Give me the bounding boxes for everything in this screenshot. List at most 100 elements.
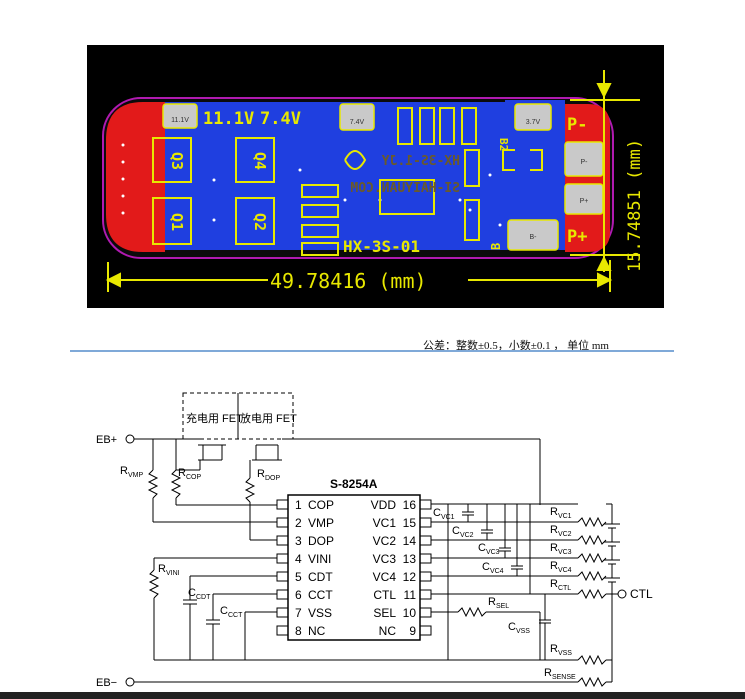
rcop-resistor xyxy=(170,439,277,506)
cvc4-label: CVC4 xyxy=(482,561,504,575)
ic-body xyxy=(287,494,421,641)
label-74v: 7.4V xyxy=(260,109,301,129)
fet-label-q1: Q1 xyxy=(168,213,186,231)
rctl-label: RCTL xyxy=(550,578,571,592)
terminal-b2: B2 xyxy=(497,138,510,151)
svg-text:P+: P+ xyxy=(580,198,589,205)
terminal-p-minus: P- xyxy=(567,115,587,135)
pad-37v: 3.7V xyxy=(514,103,552,131)
pin-7-name: VSS xyxy=(308,606,332,620)
fet-label-q4: Q4 xyxy=(251,152,269,170)
cvc-capacitors xyxy=(462,504,531,594)
pin-5-name: CDT xyxy=(308,570,333,584)
pin-12-name: VC4 xyxy=(373,570,397,584)
battery-stack xyxy=(604,503,620,683)
red-copper-right xyxy=(565,104,610,252)
silk-q1 xyxy=(152,197,192,245)
mirrored-text-1: HX-3S-1.JY xyxy=(382,154,460,169)
pin-3-num: 3 xyxy=(295,534,302,548)
right-resistors xyxy=(545,516,607,688)
silk-ic xyxy=(379,179,435,215)
pad-p-plus: P+ xyxy=(564,183,604,215)
pin-7-num: 7 xyxy=(295,606,302,620)
pin-13-name: VC3 xyxy=(373,552,397,566)
eb-minus-terminal xyxy=(125,677,135,687)
rvc2-label: RVC2 xyxy=(550,524,572,538)
pin-9-num: 9 xyxy=(409,624,416,638)
pad-74v: 7.4V xyxy=(339,103,375,131)
rvini-resistor xyxy=(148,557,277,660)
pin-14-num: 14 xyxy=(403,534,417,548)
fet-symbols xyxy=(198,444,282,461)
pin-5-num: 5 xyxy=(295,570,302,584)
fet-charge-label: 充电用 FET xyxy=(186,411,243,425)
svg-text:3.7V: 3.7V xyxy=(526,119,541,126)
pin-4-name: VINI xyxy=(308,552,331,566)
rvss-label: RVSS xyxy=(550,643,572,657)
terminal-b: B xyxy=(489,243,503,250)
pin-10-num: 10 xyxy=(403,606,417,620)
rvc4-label: RVC4 xyxy=(550,560,572,574)
ccdt-label: CCDT xyxy=(188,587,211,601)
ccdt-capacitor xyxy=(183,575,277,660)
pin-6-num: 6 xyxy=(295,588,302,602)
pin-15-num: 15 xyxy=(403,516,417,530)
cvc3-label: CVC3 xyxy=(478,542,500,556)
pad-111v: 11.1V xyxy=(162,103,198,129)
rsel-label: RSEL xyxy=(488,596,509,610)
pin-13-num: 13 xyxy=(403,552,417,566)
rdop-label: RDOP xyxy=(257,468,280,482)
pin-10-name: SEL xyxy=(373,606,396,620)
pin-2-name: VMP xyxy=(308,516,334,530)
left-pin-boxes xyxy=(276,499,289,636)
terminal-p-plus: P+ xyxy=(567,227,587,247)
cvss-label: CVSS xyxy=(508,621,530,635)
pin-12-num: 12 xyxy=(403,570,417,584)
pin-16-name: VDD xyxy=(371,498,397,512)
dimension-width-label: 49.78416 (mm) xyxy=(270,269,427,293)
right-pin-boxes xyxy=(419,499,432,636)
ccct-label: CCCT xyxy=(220,605,243,619)
ic-name: S-8254A xyxy=(330,477,378,491)
pin-8-name: NC xyxy=(308,624,326,638)
bottom-bar xyxy=(0,692,745,699)
rvc3-label: RVC3 xyxy=(550,542,572,556)
svg-text:B-: B- xyxy=(530,234,538,241)
fet-label-q3: Q3 xyxy=(168,152,186,170)
pin-9-name: NC xyxy=(379,624,397,638)
rvmp-label: RVMP xyxy=(120,465,143,479)
pin-1-num: 1 xyxy=(295,498,302,512)
pin-3-name: DOP xyxy=(308,534,334,548)
silk-q3 xyxy=(152,137,192,183)
pin-11-num: 11 xyxy=(404,588,417,602)
cvss-capacitor xyxy=(539,594,551,660)
tolerance-note: 公差：整数±0.5，小数±0.1 ， 单位 mm xyxy=(423,340,609,352)
silk-q4 xyxy=(235,137,275,183)
pcb-layout: Q3 Q4 Q1 Q2 11.1V 7.4V 3.7V P- P+ B- 11.… xyxy=(87,45,664,308)
chip-label: HX-3S-01 xyxy=(343,237,420,256)
rvc1-label: RVC1 xyxy=(550,506,572,520)
rvmp-resistor xyxy=(147,439,277,523)
pin-15-name: VC1 xyxy=(373,516,397,530)
pin-2-num: 2 xyxy=(295,516,302,530)
fet-label-q2: Q2 xyxy=(251,213,269,231)
ccct-capacitor xyxy=(206,593,277,660)
pin-11-name: CTL xyxy=(373,588,396,602)
rsense-label: RSENSE xyxy=(544,667,576,681)
rvini-label: RVINI xyxy=(158,563,180,577)
cvc2-label: CVC2 xyxy=(452,525,474,539)
pad-b-minus: B- xyxy=(507,219,559,251)
pin-4-num: 4 xyxy=(295,552,302,566)
silk-q2 xyxy=(235,197,275,245)
dimension-height-label: 15.74851 (mm) xyxy=(625,139,645,272)
eb-plus-terminal xyxy=(125,434,135,444)
separator-line xyxy=(70,350,674,352)
mirrored-text-2: SI-HAIYUAN.COM xyxy=(350,181,460,196)
red-copper-left xyxy=(106,102,165,252)
svg-text:P-: P- xyxy=(581,159,589,166)
rdop-resistor xyxy=(244,470,277,541)
pin-16-num: 16 xyxy=(403,498,417,512)
label-11v: 11.1V xyxy=(203,109,254,129)
ctl-label: CTL xyxy=(630,587,653,601)
